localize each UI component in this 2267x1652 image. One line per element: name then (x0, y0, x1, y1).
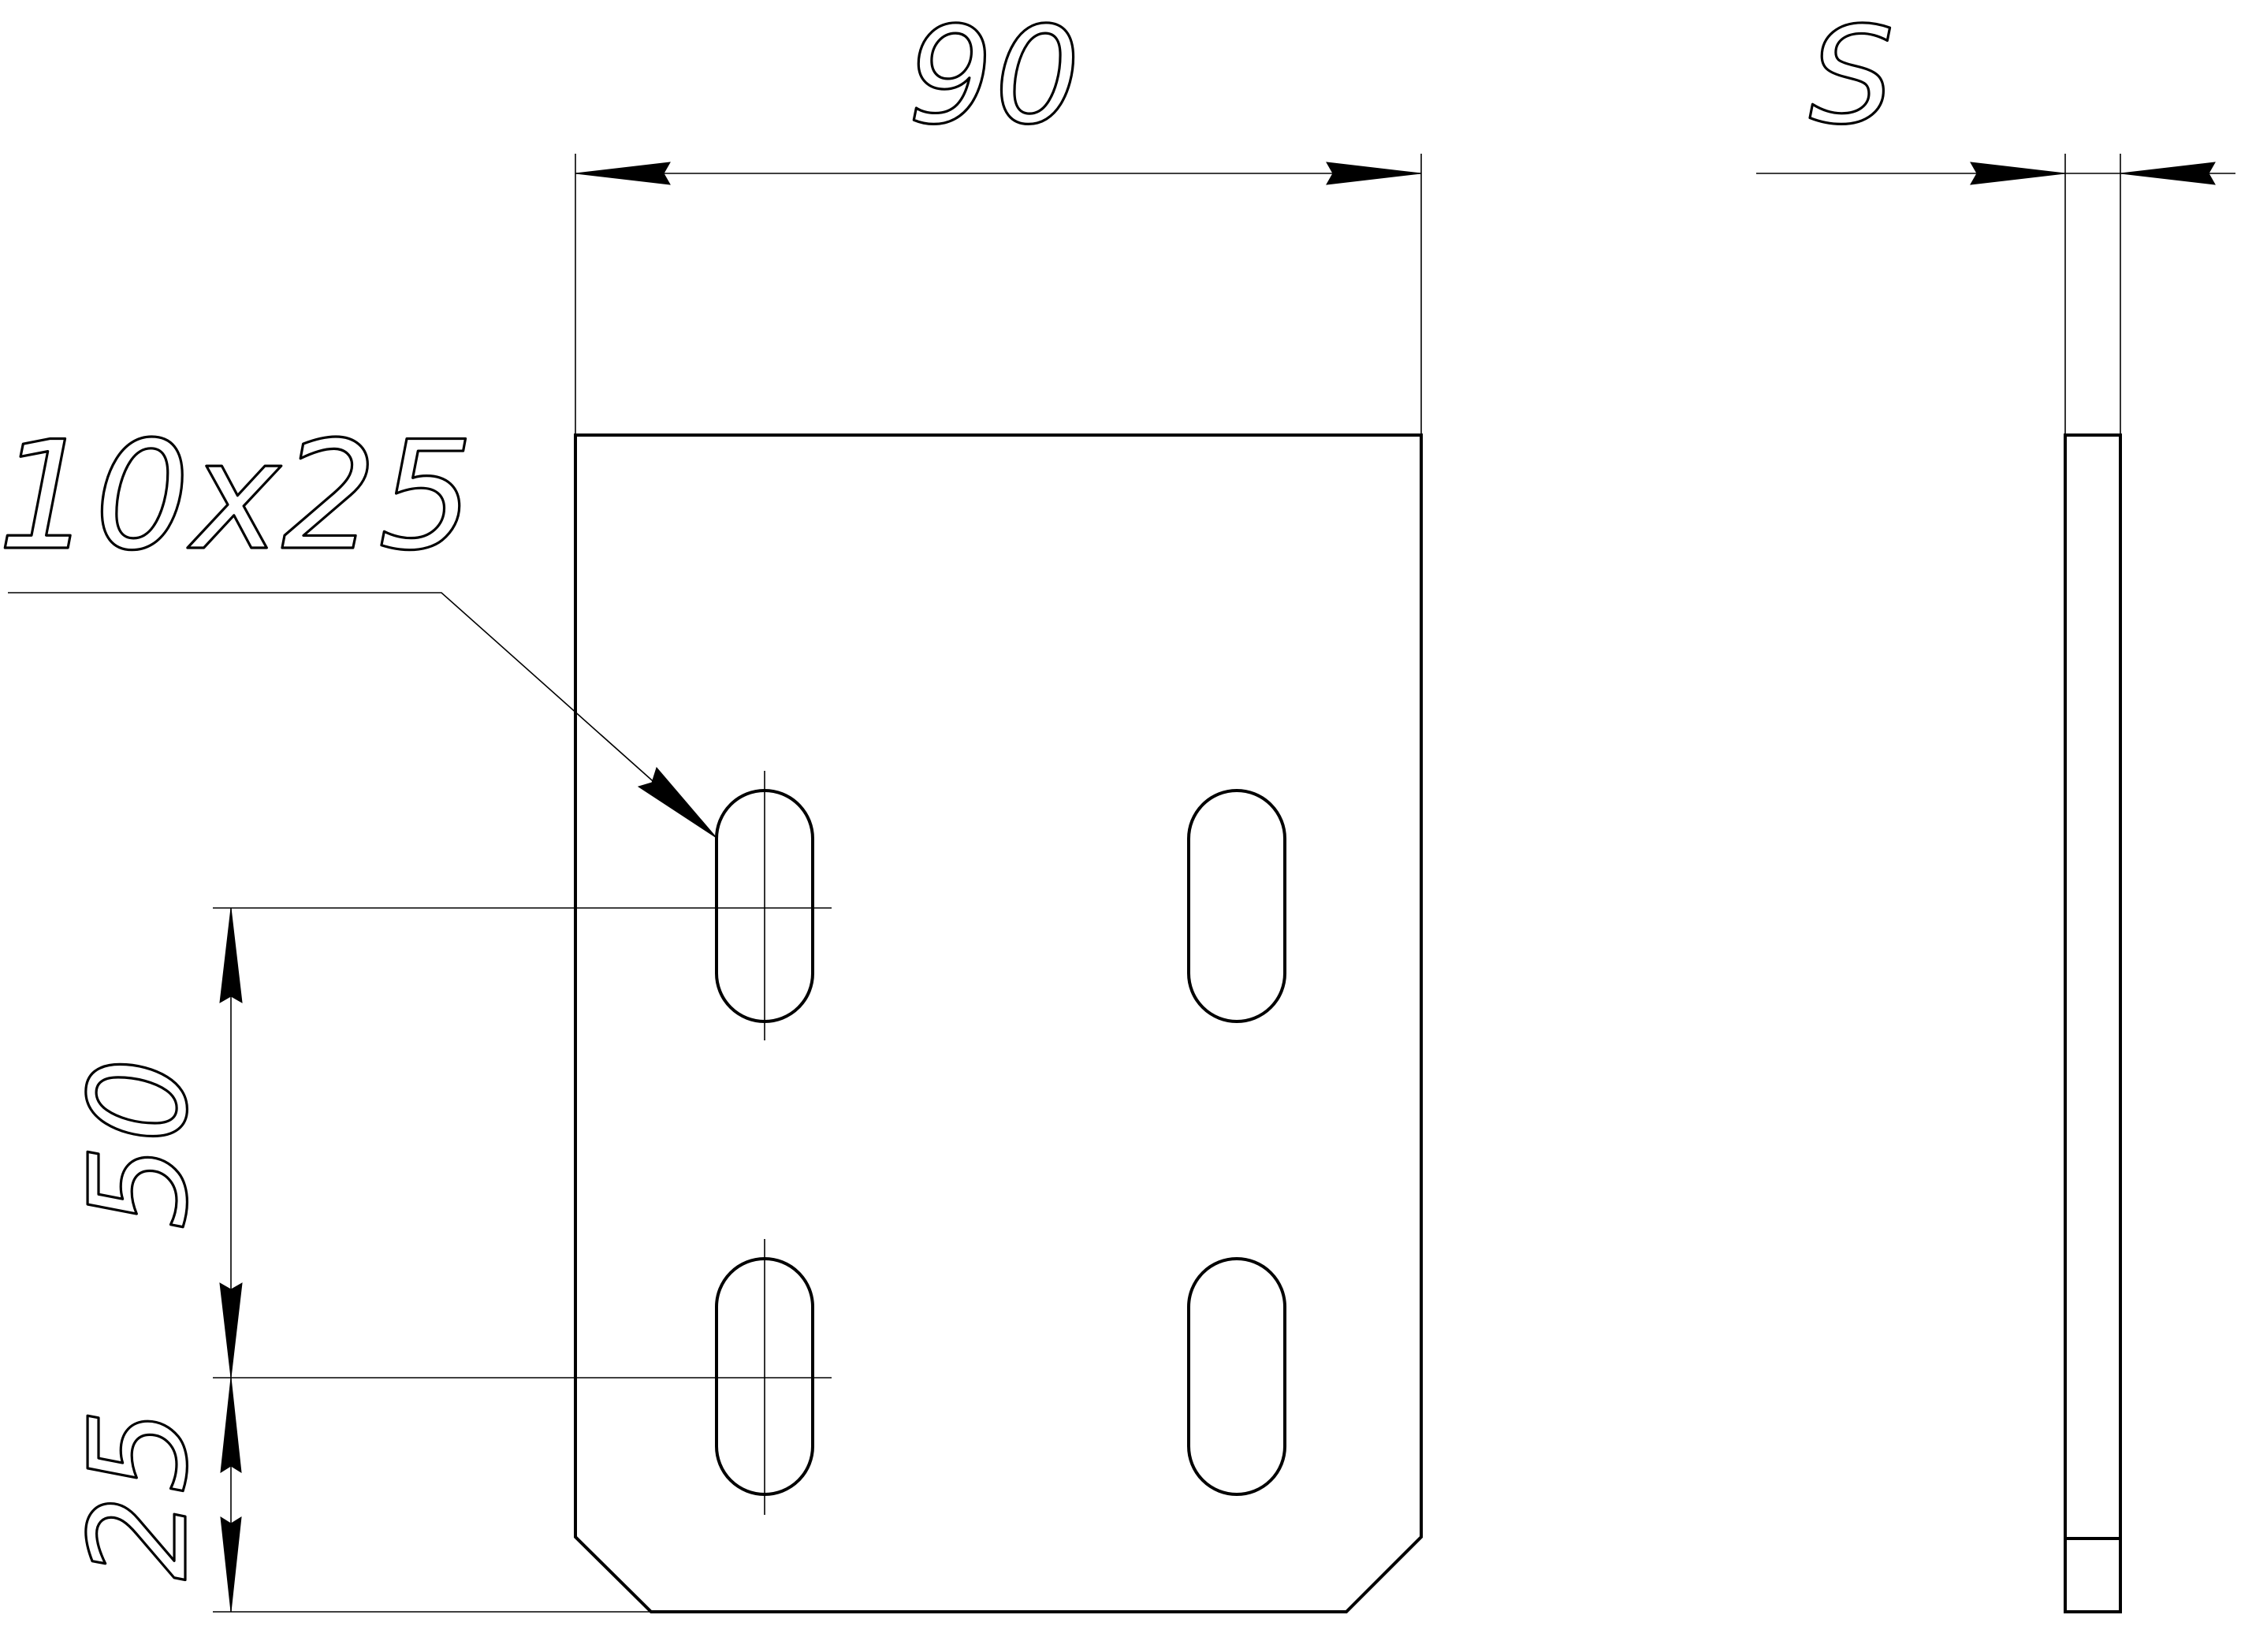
width-arrow-left (575, 162, 671, 185)
side-view-outline (2064, 433, 2122, 1613)
width-label: 90 (908, 0, 1081, 154)
slot-top-right (1187, 789, 1286, 1023)
slots (715, 789, 1286, 1496)
pitch-arrow-bottom (219, 1282, 243, 1379)
slot-pitch-label: 50 (61, 1056, 218, 1230)
offset-arrow-bottom (220, 1516, 242, 1613)
plate-outline (574, 433, 1423, 1613)
vertical-dimensions: 50 25 (60, 907, 832, 1613)
slot-leader-arrow (637, 766, 717, 839)
offset-arrow-top (220, 1377, 242, 1473)
width-dimension: 90 (575, 0, 1422, 435)
slot-leader: 10x25 (0, 407, 717, 839)
slot-label: 10x25 (0, 409, 475, 583)
edge-offset-label: 25 (61, 1407, 218, 1580)
thickness-dimension: S (1756, 0, 2235, 435)
side-view (2064, 433, 2122, 1613)
width-arrow-right (1326, 162, 1422, 185)
slot-leader-line (8, 592, 717, 839)
thickness-label: S (1809, 0, 1896, 154)
slot-bottom-right (1187, 1257, 1286, 1496)
thickness-arrow-left (1970, 162, 2066, 185)
thickness-arrow-right (2120, 162, 2216, 185)
pitch-arrow-top (219, 907, 243, 1003)
